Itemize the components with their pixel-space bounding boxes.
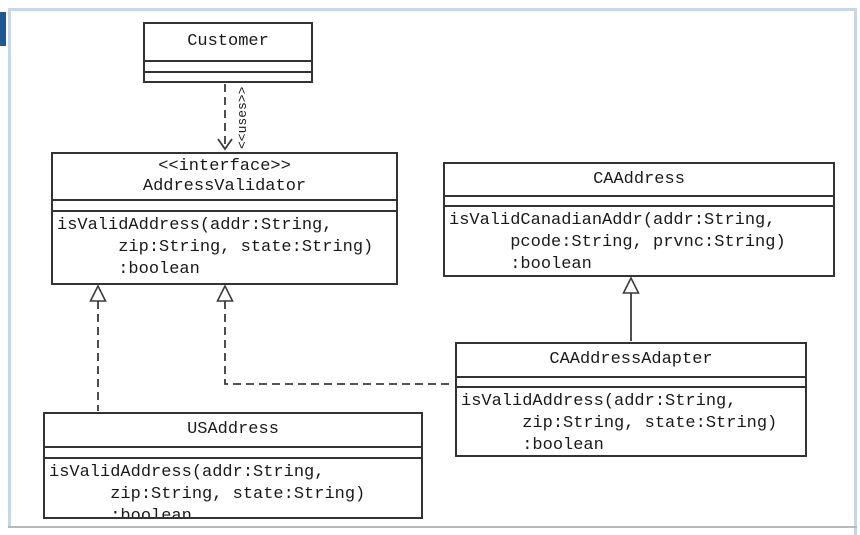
frame-top-border [8, 8, 857, 11]
operations-compartment [145, 71, 311, 81]
usaddress-realization-arrow [89, 284, 107, 411]
operations-text: isValidAddress(addr:String, zip:String, … [57, 216, 374, 279]
generalization-triangle [622, 276, 640, 294]
operations-text: isValidAddress(addr:String, zip:String, … [49, 463, 366, 517]
class-title-compartment: USAddress [45, 414, 421, 446]
left-edge-tab [0, 12, 6, 46]
class-usaddress: USAddress isValidAddress(addr:String, zi… [43, 412, 423, 519]
class-title-compartment: Customer [145, 24, 311, 60]
operations-text: isValidAddress(addr:String, zip:String, … [461, 392, 778, 455]
attributes-compartment [445, 195, 833, 205]
realization-triangle [216, 284, 234, 302]
attributes-compartment [457, 376, 805, 386]
frame-bottom-border [8, 526, 857, 528]
frame-left-border [8, 8, 11, 526]
class-customer: Customer [143, 22, 313, 83]
uses-label: <<uses>> [235, 86, 250, 149]
operations-compartment: isValidCanadianAddr(addr:String, pcode:S… [445, 205, 833, 275]
class-addressvalidator: <<interface>> AddressValidator isValidAd… [51, 152, 398, 285]
class-name: CAAddressAdapter [549, 350, 713, 369]
adapter-generalization-arrow [622, 276, 640, 341]
attributes-compartment [145, 60, 311, 71]
class-name: AddressValidator [142, 176, 307, 196]
attributes-compartment [45, 446, 421, 457]
class-title-compartment: CAAddress [445, 164, 833, 195]
stereotype-label: <<interface>> [158, 156, 291, 176]
operations-compartment: isValidAddress(addr:String, zip:String, … [45, 457, 421, 517]
class-caaddress: CAAddress isValidCanadianAddr(addr:Strin… [443, 162, 835, 277]
realization-triangle [89, 284, 107, 302]
operations-compartment: isValidAddress(addr:String, zip:String, … [457, 386, 805, 455]
class-name: CAAddress [593, 169, 685, 189]
class-name: Customer [187, 32, 269, 51]
class-name: USAddress [187, 420, 279, 439]
class-caaddressadapter: CAAddressAdapter isValidAddress(addr:Str… [455, 342, 807, 457]
attributes-compartment [53, 199, 396, 210]
class-title-compartment: <<interface>> AddressValidator [53, 154, 396, 199]
operations-text: isValidCanadianAddr(addr:String, pcode:S… [449, 211, 786, 274]
operations-compartment: isValidAddress(addr:String, zip:String, … [53, 210, 396, 283]
adapter-realization-arrow [216, 284, 453, 385]
uses-dependency-arrow: <<uses>> [217, 84, 250, 151]
class-title-compartment: CAAddressAdapter [457, 344, 805, 376]
frame-right-border [854, 8, 857, 535]
